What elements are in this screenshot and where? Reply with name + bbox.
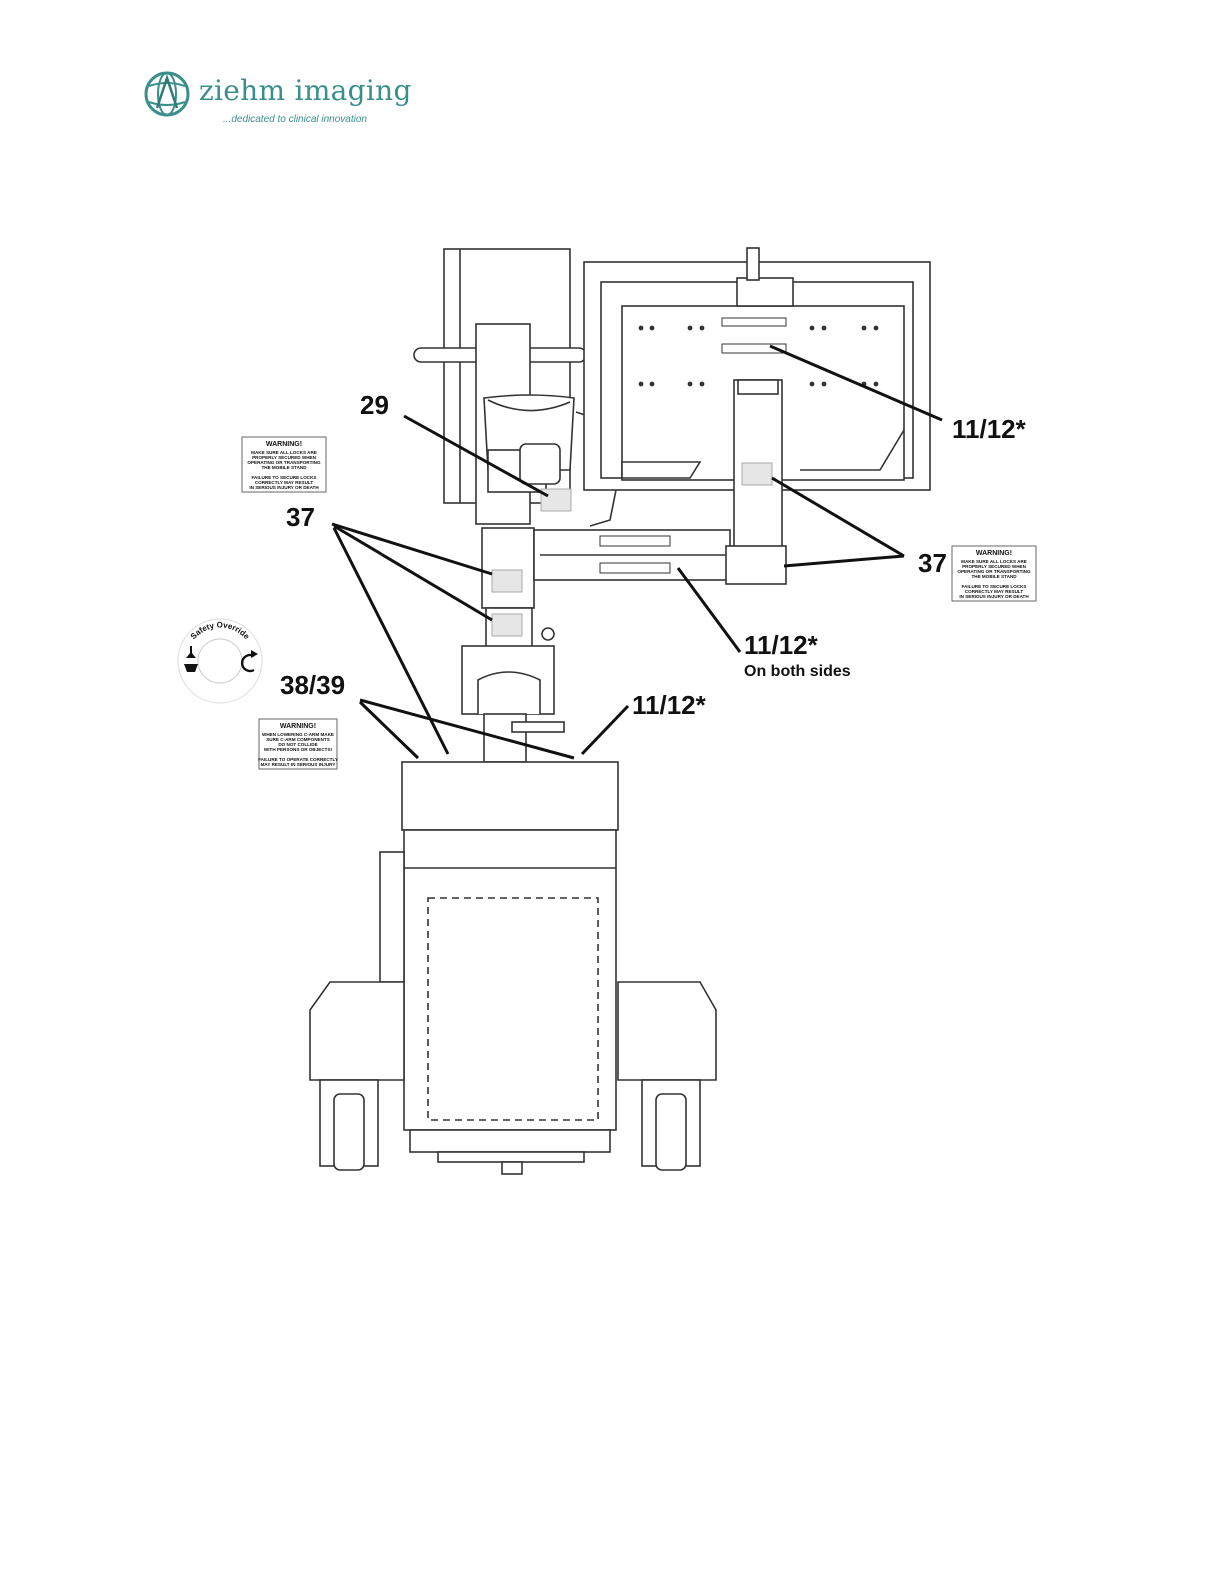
- callout-11-12-mid-note: On both sides: [744, 663, 851, 680]
- callout-11-12-base: 11/12*: [632, 690, 707, 720]
- callout-11-12-top: 11/12*: [952, 414, 1027, 444]
- callout-29: 29: [360, 390, 389, 420]
- label-37-lower-placeholder: [491, 613, 523, 637]
- warning-line: THE MOBILE STAND: [971, 574, 1017, 579]
- warning-line: OPERATING OR TRANSPORTING: [957, 569, 1031, 574]
- warning-line: THE MOBILE STAND: [261, 465, 307, 470]
- warning-line: PROPERLY SECURED WHEN: [962, 564, 1026, 569]
- label-placeholders: [491, 462, 773, 637]
- label-37-right-placeholder: [741, 462, 773, 486]
- warning-line: WITH PERSONS OR OBJECTS!: [264, 747, 333, 752]
- callout-37-left: 37: [286, 502, 315, 532]
- logo-globe-icon: [144, 71, 190, 117]
- warning-label-c-arm: WARNING! WHEN LOWERING C-ARM MAKE SURE C…: [258, 718, 338, 770]
- warning-line: WHEN LOWERING C-ARM MAKE: [262, 732, 334, 737]
- warning-line: CORRECTLY MAY RESULT: [255, 480, 314, 485]
- warning-title: WARNING!: [976, 550, 1012, 557]
- rotate-arrow-icon: [241, 650, 258, 673]
- callout-37-right: 37: [918, 548, 947, 578]
- warning-line: PROPERLY SECURED WHEN: [252, 455, 316, 460]
- brake-pedal-icon: [184, 646, 198, 672]
- warning-line: FAILURE TO OPERATE CORRECTLY: [258, 757, 338, 762]
- warning-label-locks-right: WARNING! MAKE SURE ALL LOCKS ARE PROPERL…: [951, 545, 1037, 602]
- warning-line: IN SERIOUS INJURY OR DEATH: [249, 485, 319, 490]
- warning-line: FAILURE TO SECURE LOCKS: [962, 584, 1027, 589]
- c-arm-drawing: [309, 247, 931, 1175]
- warning-label-locks-left: WARNING! MAKE SURE ALL LOCKS ARE PROPERL…: [241, 436, 327, 493]
- safety-override-sticker: Safety Override: [177, 618, 263, 704]
- warning-line: DO NOT COLLIDE: [278, 742, 317, 747]
- ziehm-logo: ziehm imaging ...dedicated to clinical i…: [143, 66, 411, 130]
- warning-line: FAILURE TO SECURE LOCKS: [252, 475, 317, 480]
- label-29-placeholder: [540, 488, 572, 512]
- warning-line: MAKE SURE ALL LOCKS ARE: [961, 559, 1027, 564]
- label-37-upper-placeholder: [491, 569, 523, 593]
- logo-tagline: ...dedicated to clinical innovation: [223, 114, 367, 125]
- callout-11-12-mid: 11/12*: [744, 630, 819, 660]
- warning-line: OPERATING OR TRANSPORTING: [247, 460, 321, 465]
- warning-line: MAKE SURE ALL LOCKS ARE: [251, 450, 317, 455]
- warning-line: SURE C-ARM COMPONENTS: [266, 737, 330, 742]
- warning-line: MAY RESULT IN SERIOUS INJURY: [261, 762, 336, 767]
- warning-title: WARNING!: [266, 441, 302, 448]
- warning-line: CORRECTLY MAY RESULT: [965, 589, 1024, 594]
- callout-38-39: 38/39: [280, 670, 345, 700]
- leader-lines: [331, 344, 943, 760]
- warning-title: WARNING!: [280, 723, 316, 730]
- logo-name: ziehm imaging: [199, 74, 412, 107]
- warning-line: IN SERIOUS INJURY OR DEATH: [959, 594, 1029, 599]
